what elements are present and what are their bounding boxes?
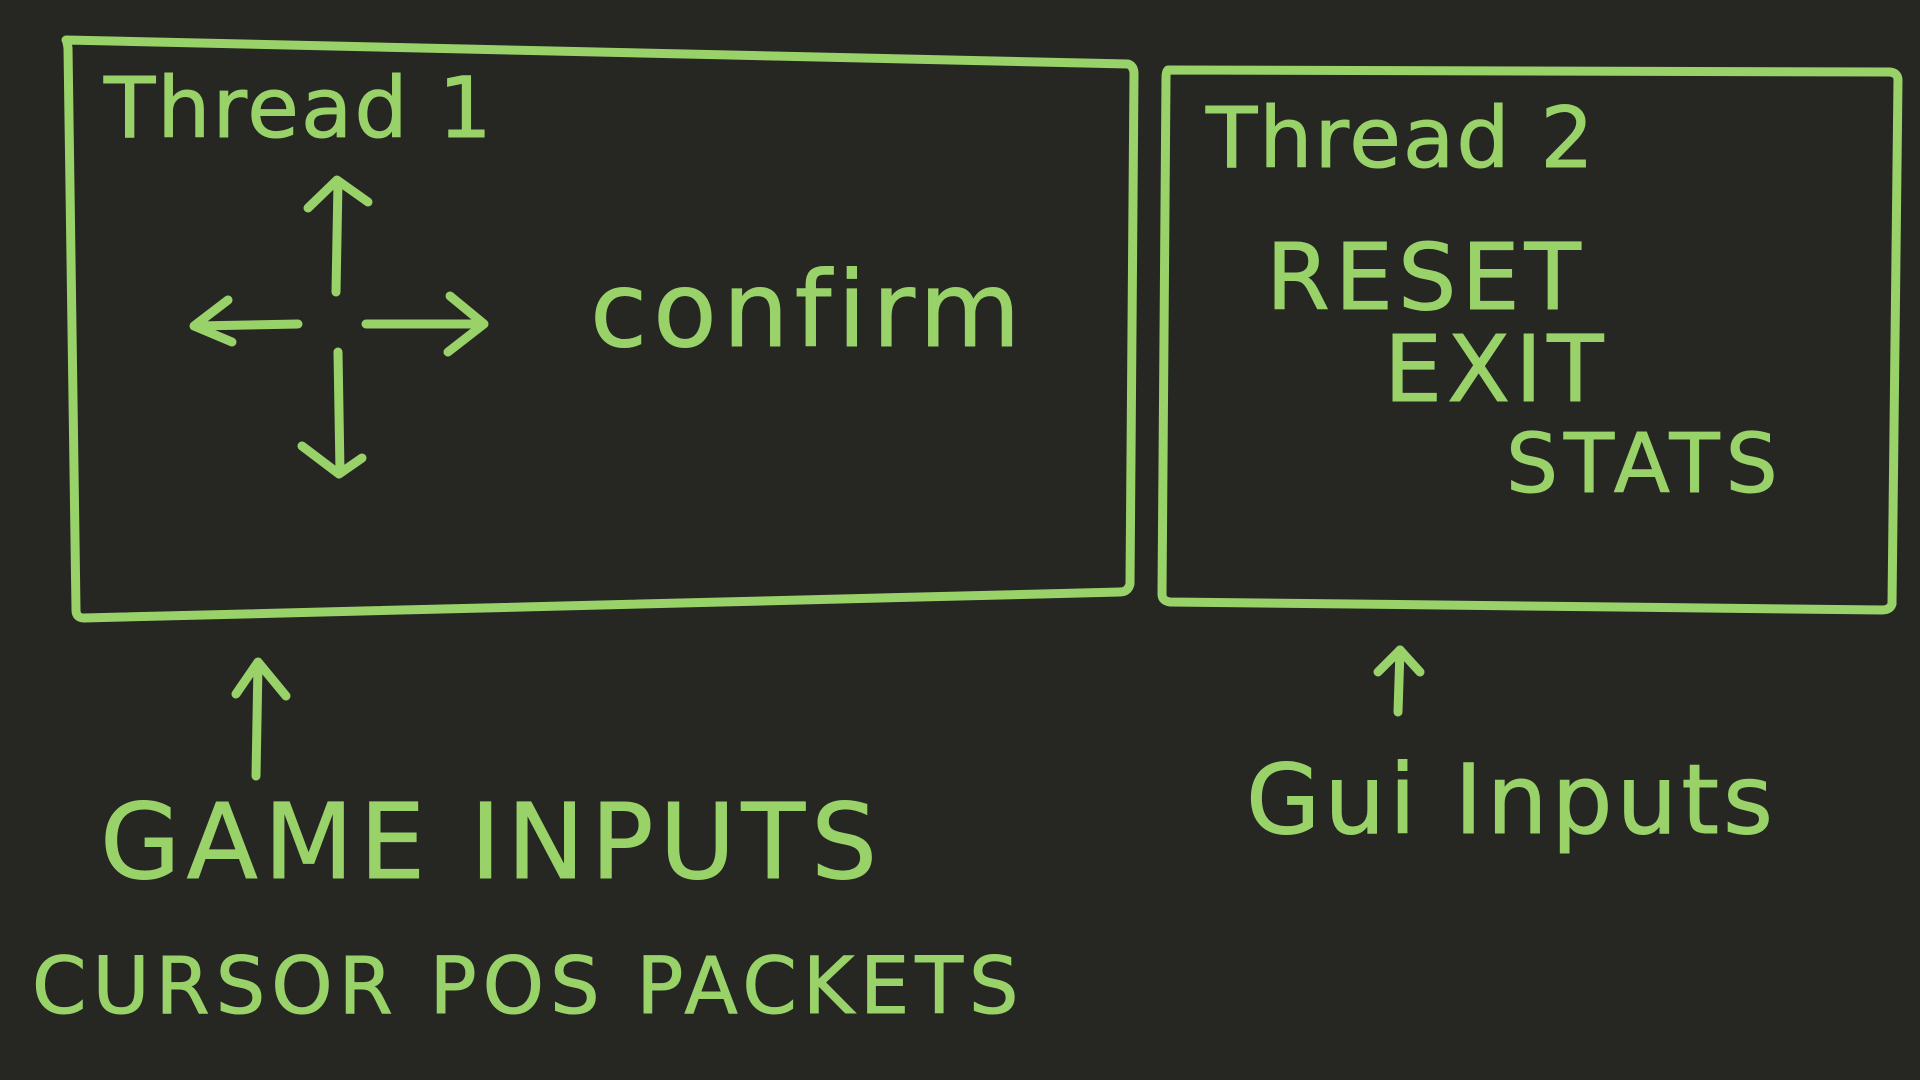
game-inputs-arrow-icon	[231, 657, 291, 781]
arrow-right-icon	[361, 291, 489, 357]
thread2-item-stats: STATS	[1506, 417, 1784, 512]
thread2-item-exit: EXIT	[1383, 316, 1609, 423]
thread2-item-reset: RESET	[1266, 224, 1586, 331]
thread2-box	[1157, 65, 1903, 615]
arrow-up-icon	[303, 175, 373, 297]
arrow-down-icon	[297, 347, 367, 479]
arrow-left-icon	[189, 295, 303, 347]
thread1-box	[61, 35, 1139, 623]
thread2-title: Thread 2	[1206, 89, 1596, 187]
cursor-pos-packets-label: CURSOR POS PACKETS	[31, 942, 1025, 1032]
game-inputs-label: GAME INPUTS	[99, 781, 884, 903]
thread1-title: Thread 1	[104, 59, 494, 157]
thread1-action-confirm: confirm	[589, 249, 1027, 371]
gui-inputs-arrow-icon	[1373, 645, 1425, 717]
gui-inputs-label: Gui Inputs	[1245, 744, 1778, 856]
